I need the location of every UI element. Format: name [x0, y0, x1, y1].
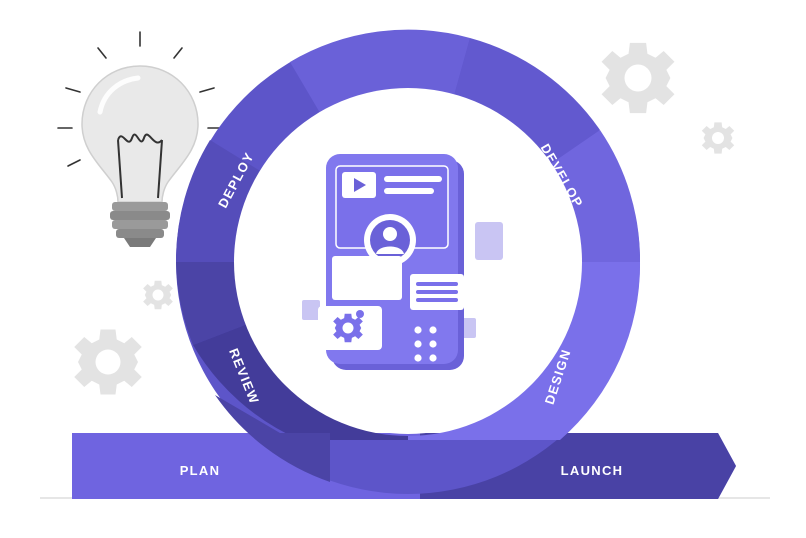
stage-label-plan: PLAN — [180, 463, 221, 478]
gear-icon — [701, 122, 735, 154]
gear-icon — [143, 280, 173, 310]
play-icon — [342, 172, 376, 198]
app-illustration — [236, 90, 580, 434]
gear-icon — [74, 329, 142, 395]
keypad-dots — [414, 326, 437, 362]
stage-label-test: TEST — [389, 90, 427, 105]
ring-tail — [215, 395, 330, 482]
stage-label-launch: LAUNCH — [561, 463, 624, 478]
gear-icon — [601, 42, 675, 114]
lightbulb-icon — [57, 31, 223, 247]
user-avatar-icon — [364, 214, 416, 266]
settings-gear-icon — [318, 306, 382, 350]
